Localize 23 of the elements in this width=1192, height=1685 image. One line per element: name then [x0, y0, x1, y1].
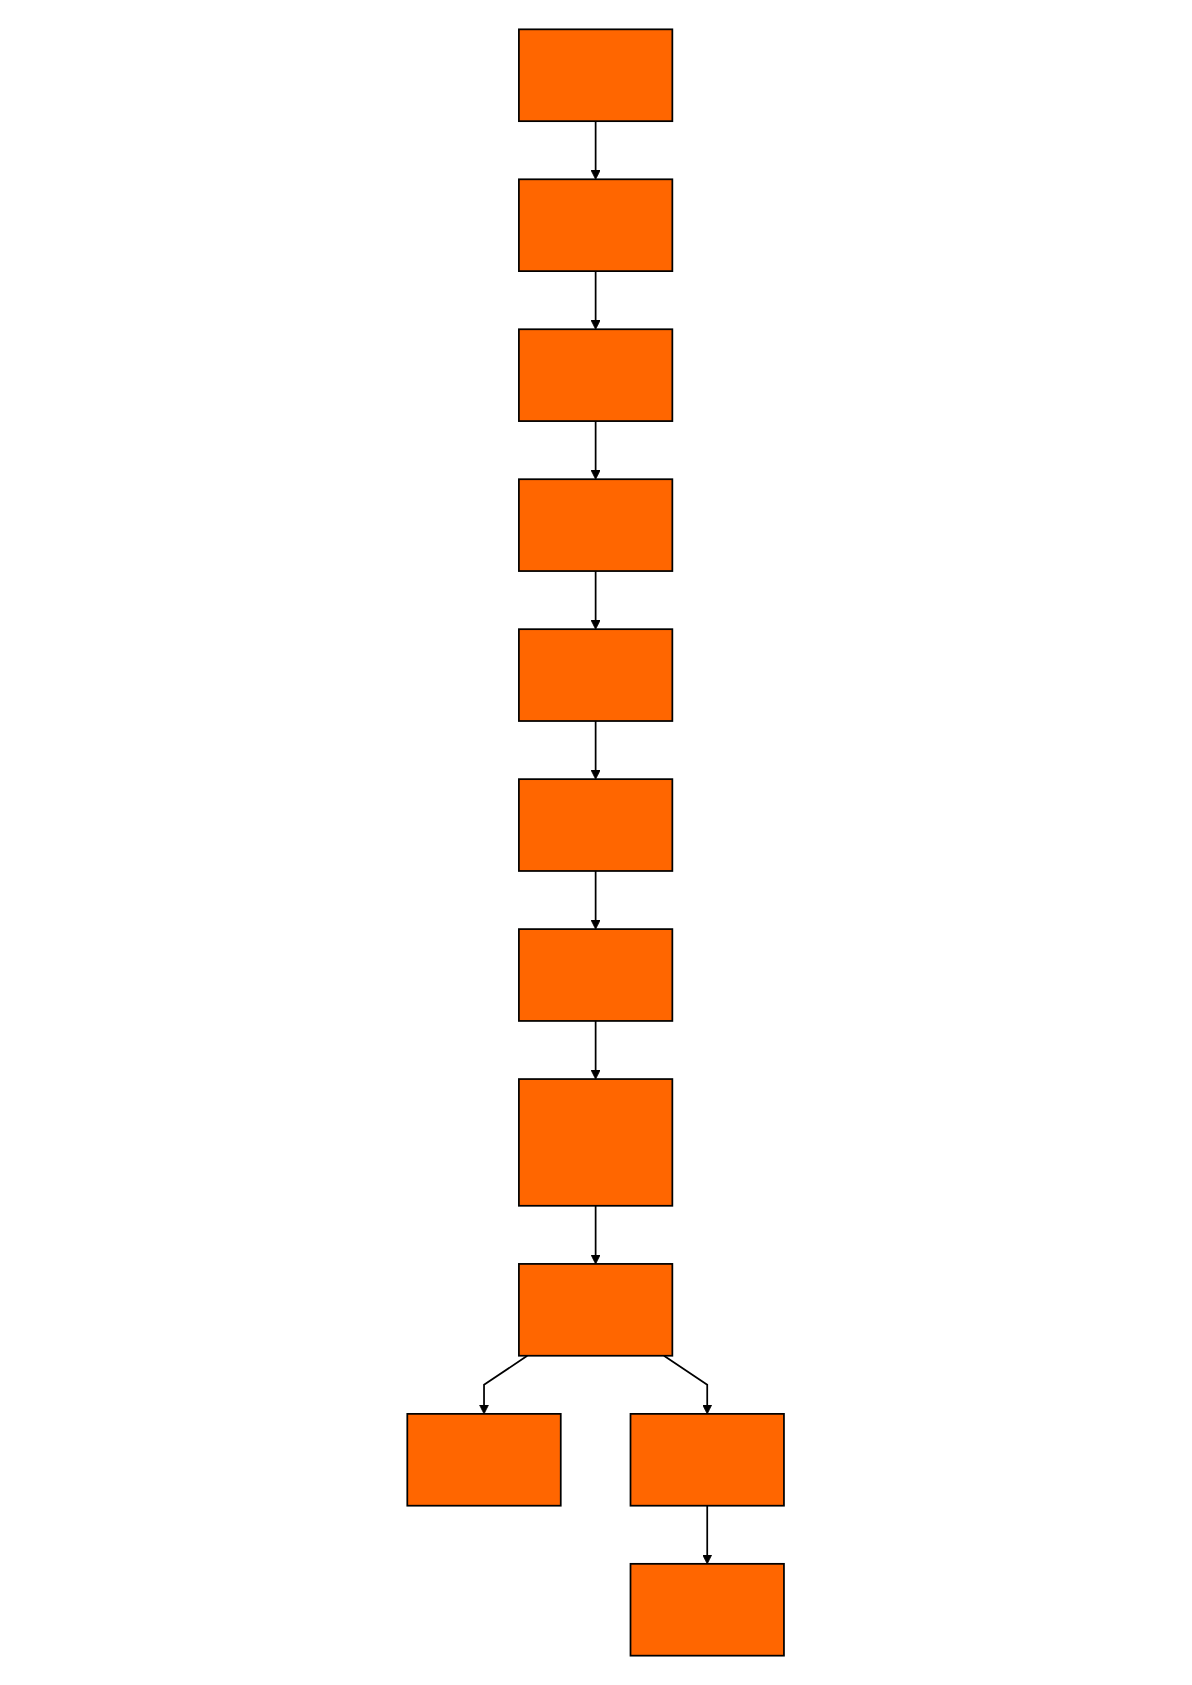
process-box [630, 1562, 786, 1657]
process-box [518, 778, 674, 872]
process-box [406, 1413, 562, 1507]
arrow [590, 420, 602, 480]
process-box [518, 928, 674, 1022]
arrow [590, 720, 602, 780]
arrow [663, 1354, 713, 1415]
arrow [590, 120, 602, 180]
process-box [518, 28, 674, 123]
process-box [518, 478, 674, 572]
process-box [518, 178, 674, 272]
arrow [590, 570, 602, 630]
arrow [590, 270, 602, 330]
process-box [518, 1078, 674, 1207]
arrow [702, 1504, 713, 1565]
arrow [590, 1020, 602, 1080]
process-box [518, 628, 674, 722]
process-box [518, 1263, 674, 1357]
arrow [479, 1354, 529, 1415]
arrow [590, 870, 602, 930]
arrow [590, 1204, 602, 1265]
process-box [630, 1413, 786, 1507]
process-box [518, 328, 674, 422]
